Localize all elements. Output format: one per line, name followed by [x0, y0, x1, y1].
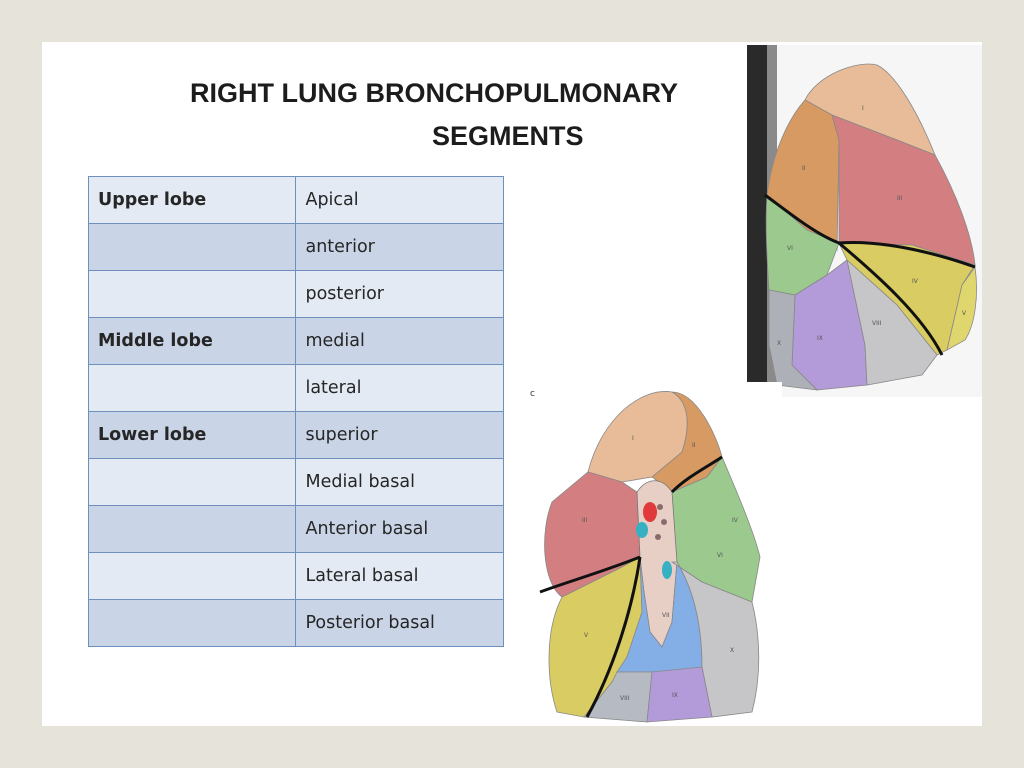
- slide: RIGHT LUNG BRONCHOPULMONARY SEGMENTS Upp…: [42, 42, 982, 726]
- segment-numeral: II: [802, 165, 806, 172]
- segment-cell: medial: [295, 317, 504, 365]
- lung-medial-illustration: c I II III IV V VI: [522, 382, 782, 724]
- segment-numeral: VI: [787, 245, 793, 252]
- segments-table: Upper lobe Apical anterior posterior Mid…: [87, 176, 504, 647]
- lobe-cell: Upper lobe: [87, 176, 297, 224]
- title-line-2: SEGMENTS: [432, 121, 584, 151]
- segment-numeral: I: [632, 435, 634, 442]
- segment-cell: Anterior basal: [295, 505, 504, 553]
- table-row: Anterior basal: [87, 505, 504, 553]
- lobe-cell: [87, 270, 297, 318]
- slide-title: RIGHT LUNG BRONCHOPULMONARY SEGMENTS: [162, 72, 792, 158]
- segment-cell: Posterior basal: [295, 599, 504, 647]
- segment-cell: Lateral basal: [295, 552, 504, 600]
- title-line-1: RIGHT LUNG BRONCHOPULMONARY: [190, 78, 678, 108]
- lobe-cell: [87, 223, 297, 271]
- segment-numeral: IX: [817, 335, 823, 342]
- table-row: lateral: [87, 364, 504, 412]
- segment-cell: Apical: [295, 176, 504, 224]
- table-row: Middle lobe medial: [87, 317, 504, 365]
- segment-numeral: VII: [662, 612, 670, 619]
- lobe-cell: [87, 599, 297, 647]
- segment-numeral: X: [777, 340, 781, 347]
- lobe-cell: Lower lobe: [87, 411, 297, 459]
- segment-numeral: V: [584, 632, 589, 639]
- segment-numeral: VIII: [872, 320, 882, 327]
- segment-numeral: III: [897, 195, 903, 202]
- segment-cell: anterior: [295, 223, 504, 271]
- segment-cell: lateral: [295, 364, 504, 412]
- table-row: Lower lobe superior: [87, 411, 504, 459]
- segment-numeral: X: [730, 647, 734, 654]
- table-row: anterior: [87, 223, 504, 271]
- table-row: Medial basal: [87, 458, 504, 506]
- lobe-cell: [87, 552, 297, 600]
- lung-lateral-illustration: I II III IV V VI VIII IX X: [747, 45, 982, 397]
- segment-numeral: IV: [912, 278, 919, 285]
- segment-numeral: VI: [717, 552, 723, 559]
- lobe-cell: [87, 505, 297, 553]
- segment-numeral: I: [862, 105, 864, 112]
- segment-cell: superior: [295, 411, 504, 459]
- lobe-cell: [87, 364, 297, 412]
- lobe-cell: [87, 458, 297, 506]
- segment-numeral: V: [962, 310, 967, 317]
- table-row: Upper lobe Apical: [87, 176, 504, 224]
- lobe-cell: Middle lobe: [87, 317, 297, 365]
- table-row: Lateral basal: [87, 552, 504, 600]
- segment-numeral: VIII: [620, 695, 630, 702]
- segment-numeral: IV: [732, 517, 739, 524]
- segment-cell: Medial basal: [295, 458, 504, 506]
- panel-letter: c: [530, 389, 535, 399]
- table-row: Posterior basal: [87, 599, 504, 647]
- segment-numeral: IX: [672, 692, 678, 699]
- segment-numeral: III: [582, 517, 588, 524]
- segment-cell: posterior: [295, 270, 504, 318]
- segment-numeral: II: [692, 442, 696, 449]
- table-row: posterior: [87, 270, 504, 318]
